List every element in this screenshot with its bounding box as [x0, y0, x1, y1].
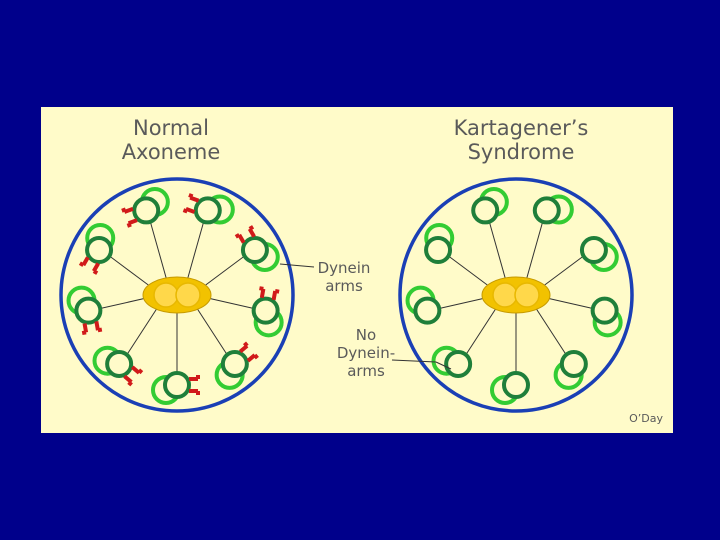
doublet-a-tubule — [132, 196, 161, 225]
no-dynein-label-line3: arms — [347, 362, 385, 380]
axoneme-diagram — [59, 177, 634, 413]
central-microtubule-right — [514, 282, 540, 308]
dynein-label-line2: arms — [325, 277, 363, 295]
kartagener-title-line2: Syndrome — [467, 140, 575, 164]
doublet-a-tubule — [532, 196, 561, 225]
doublet-a-tubule — [424, 236, 453, 264]
dynein-arm — [81, 256, 90, 267]
dynein-arm-hook — [248, 225, 255, 231]
credit-text: O’Day — [629, 412, 663, 425]
doublet-a-tubule — [163, 371, 191, 399]
doublet-a-tubule — [471, 196, 500, 225]
doublet-a-tubule — [220, 349, 249, 378]
dynein-arm — [123, 207, 134, 214]
doublet-a-tubule — [193, 196, 222, 225]
doublet-a-tubule — [579, 236, 608, 264]
radial-spoke — [534, 306, 567, 356]
normal-title: Normal Axoneme — [111, 116, 231, 164]
normal-title-line2: Axoneme — [121, 140, 221, 164]
dynein-arm-hook — [92, 269, 99, 275]
radial-spoke — [465, 306, 498, 356]
dynein-arms-label: Dynein arms — [309, 259, 379, 295]
dynein-arm-hook — [81, 330, 87, 336]
central-microtubule-left — [153, 282, 179, 308]
no-dynein-label-line1: No — [355, 326, 377, 344]
radial-spoke — [126, 306, 159, 356]
doublet-a-tubule — [74, 296, 103, 325]
dynein-arm-hook — [78, 261, 85, 267]
radial-spoke — [206, 297, 254, 310]
dynein-arm-hook — [253, 353, 259, 360]
dynein-arm-hook — [97, 327, 103, 333]
normal-title-line1: Normal — [133, 116, 209, 140]
kartagener-axoneme-cross-section — [398, 177, 634, 413]
dynein-arm — [130, 365, 141, 375]
no-dynein-arms-label: No Dynein- arms — [326, 326, 406, 380]
doublet-a-tubule — [105, 349, 134, 378]
radial-spoke — [541, 255, 584, 288]
dynein-arm — [82, 323, 89, 333]
radial-spoke — [202, 255, 245, 288]
dynein-arm-hook — [137, 368, 144, 375]
radial-spoke — [545, 297, 593, 310]
doublet-a-tubule — [590, 296, 619, 325]
dynein-arm — [92, 262, 100, 273]
radial-spoke — [525, 221, 544, 281]
outer-membrane — [398, 177, 634, 413]
doublet-a-tubule — [413, 296, 442, 325]
outer-membrane — [59, 177, 295, 413]
normal-axoneme-cross-section — [59, 177, 295, 413]
dynein-leader-line — [279, 263, 315, 268]
dynein-arm — [271, 290, 278, 301]
doublet-a-tubule — [240, 236, 269, 264]
dynein-label-line1: Dynein — [317, 259, 371, 277]
radial-spoke — [439, 297, 487, 310]
dynein-arm-hook — [242, 341, 249, 348]
radial-spoke — [100, 297, 148, 310]
no-dynein-leader-line-2 — [435, 361, 452, 370]
radial-spoke — [195, 306, 228, 356]
dynein-arm-hook — [259, 286, 264, 291]
dynein-arm — [185, 207, 196, 214]
label-leader-lines — [279, 263, 452, 370]
diagram-panel: Normal Axoneme Kartagener’s Syndrome Dyn… — [41, 107, 673, 433]
radial-spoke — [448, 255, 491, 288]
dynein-arm-hook — [127, 380, 133, 387]
radial-spoke — [149, 221, 168, 281]
dynein-arm-hook — [121, 207, 127, 213]
dynein-arm-hook — [188, 193, 194, 199]
kartagener-title: Kartagener’s Syndrome — [436, 116, 606, 164]
dynein-arm — [123, 374, 133, 384]
doublet-a-tubule — [251, 296, 280, 325]
central-microtubule-left — [492, 282, 518, 308]
no-dynein-leader-line — [391, 359, 437, 363]
dynein-arm — [237, 233, 246, 244]
doublet-a-tubule — [444, 349, 473, 378]
dynein-arm-hook — [234, 233, 241, 239]
radial-spoke — [488, 221, 507, 281]
radial-spoke — [109, 255, 152, 288]
dynein-arm-hook — [182, 208, 188, 214]
radial-spoke — [186, 221, 205, 281]
doublet-a-tubule — [559, 349, 588, 378]
dynein-arm-hook — [274, 289, 280, 294]
dynein-arm — [238, 344, 249, 354]
no-dynein-label-line2: Dynein- — [336, 344, 396, 362]
doublet-a-tubule — [85, 236, 114, 264]
dynein-arm — [94, 321, 100, 331]
dynein-arm-hook — [126, 222, 132, 228]
central-microtubule-right — [175, 282, 201, 308]
doublet-a-tubule — [502, 371, 530, 399]
kartagener-title-line1: Kartagener’s — [453, 116, 589, 140]
